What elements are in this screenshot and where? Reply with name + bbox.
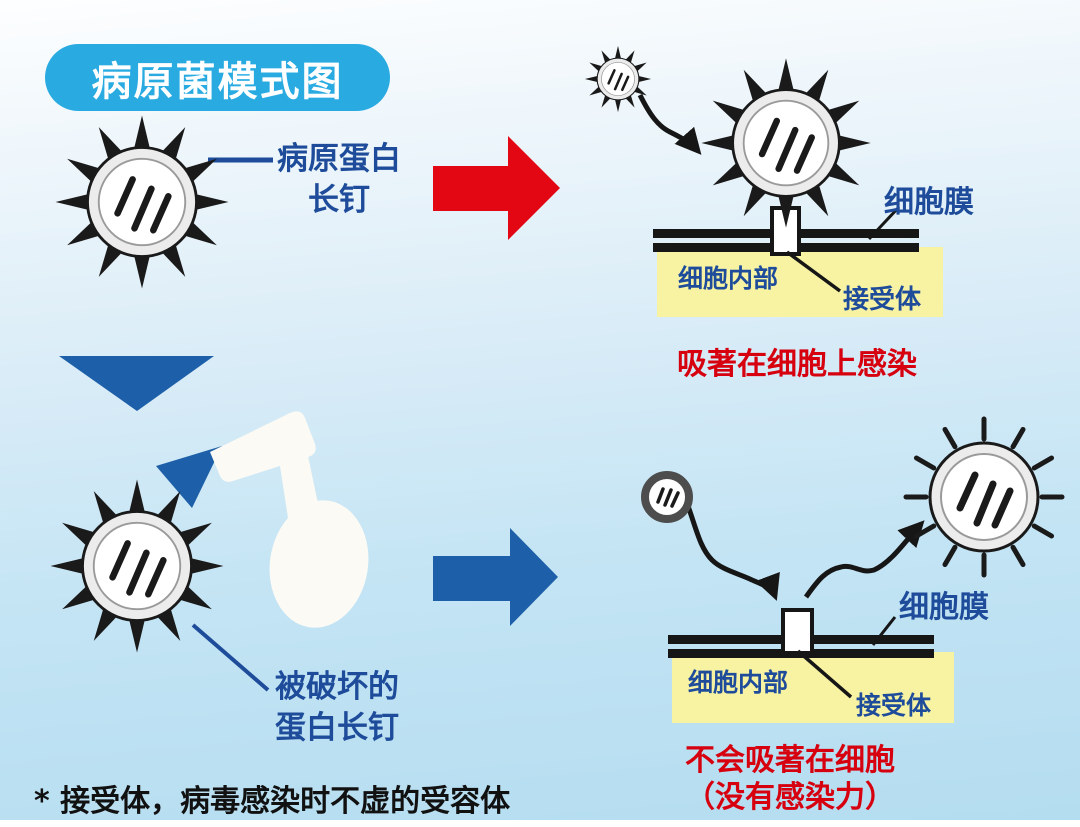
virus-bounce-off-arrow — [803, 520, 925, 599]
spike-label-line2: 长钉 — [308, 182, 370, 218]
blue-down-triangle-icon — [59, 356, 214, 411]
destroyed-spike-label-line2: 蛋白长钉 — [275, 710, 399, 746]
intact-virus-icon — [56, 116, 229, 289]
footnote: * 接受体，病毒感染时不虚的受容体 — [34, 784, 511, 819]
no-infection-caption-line1: 不会吸著在细胞 — [685, 743, 895, 778]
infection-caption: 吸著在细胞上感染 — [677, 347, 917, 382]
membrane-pointer-line-top — [867, 205, 901, 241]
destroyed-virus-icon — [906, 419, 1062, 575]
membrane-pointer-line-bottom — [871, 616, 897, 646]
small-destroyed-virus-icon — [641, 471, 693, 523]
receptor-bottom — [781, 608, 814, 655]
attached-virus-icon — [701, 58, 870, 227]
spike-label-line1: 病原蛋白 — [277, 141, 401, 177]
virus-approach-arrow-bottom — [685, 505, 780, 601]
receptor-pointer-line-bottom — [796, 649, 853, 699]
destroyed-label-connector — [191, 623, 270, 692]
virus-approach-arrow-top — [637, 93, 702, 155]
membrane-label-top: 细胞膜 — [884, 185, 974, 220]
destroyed-spike-label-line1: 被破坏的 — [275, 669, 399, 705]
spray-bottle-icon — [210, 411, 369, 628]
receptor-label-top: 接受体 — [843, 285, 922, 315]
destroyed-spike-label: 被破坏的 蛋白长钉 — [258, 667, 416, 749]
receptor-label-bottom: 接受体 — [856, 691, 932, 720]
diagram-title-pill: 病原菌模式图 — [45, 44, 390, 111]
interior-label-bottom: 细胞内部 — [688, 668, 789, 697]
receptor-pointer-line-top — [785, 250, 842, 293]
blue-arrow-icon — [433, 528, 558, 626]
interior-label-top: 细胞内部 — [678, 264, 779, 293]
no-infection-caption: 不会吸著在细胞 （没有感染力） — [640, 742, 940, 816]
spray-mist-icon — [156, 446, 222, 508]
cell-interior-box-top — [657, 247, 943, 317]
membrane-label-bottom: 细胞膜 — [899, 590, 989, 625]
red-arrow-icon — [433, 136, 560, 240]
spike-label: 病原蛋白 长钉 — [263, 139, 415, 221]
no-infection-caption-line2: （没有感染力） — [685, 780, 895, 815]
diagram-title: 病原菌模式图 — [91, 58, 344, 105]
